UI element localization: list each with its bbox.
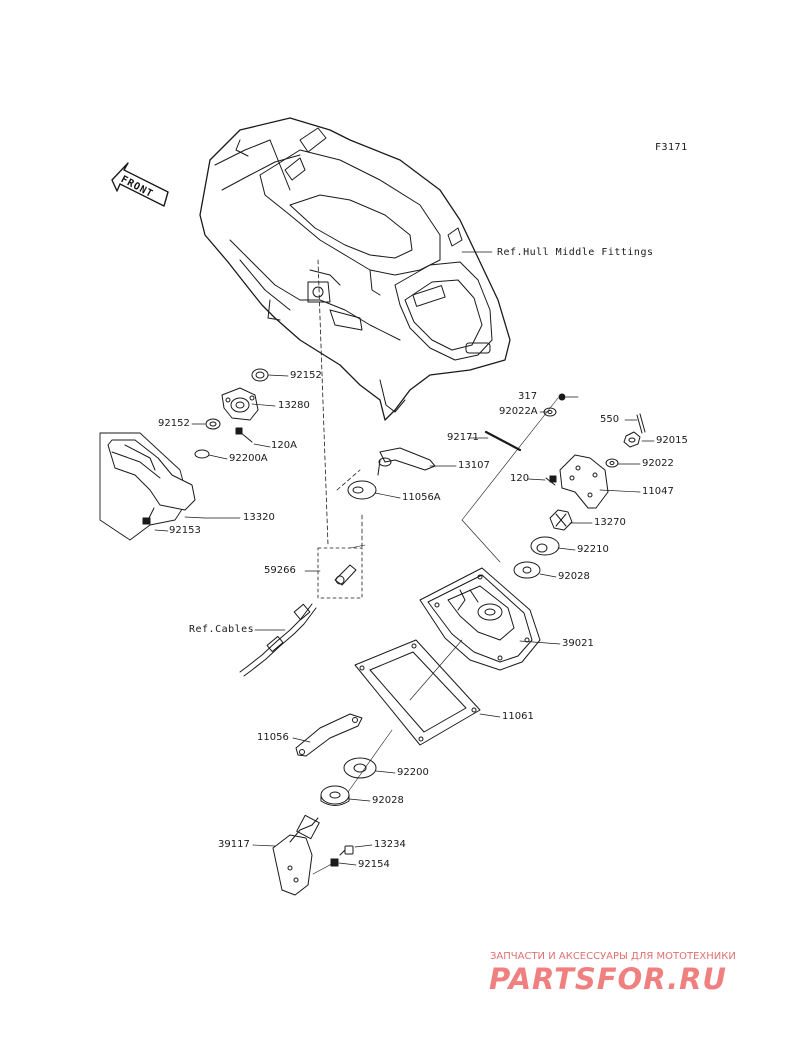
part-92171-rod: [484, 430, 522, 452]
part-11056-bracket: [295, 713, 363, 757]
part-39117-lever: [272, 814, 320, 896]
part-92028-washer-lower: [320, 785, 350, 806]
part-number-92210[interactable]: 92210: [577, 544, 609, 555]
part-number-92200a[interactable]: 92200A: [229, 453, 268, 464]
part-13234-pin: [339, 845, 354, 856]
leader-lines: [154, 251, 655, 875]
part-number-92154[interactable]: 92154: [358, 859, 390, 870]
watermark-logo: PARTSFOR.RU: [489, 962, 727, 996]
part-number-92022[interactable]: 92022: [642, 458, 674, 469]
part-number-11056a[interactable]: 11056A: [402, 492, 441, 503]
hull-outline: [199, 117, 511, 421]
part-number-120a[interactable]: 120A: [271, 440, 297, 451]
assembly-dashed-lines: [317, 259, 363, 549]
part-number-13320[interactable]: 13320: [243, 512, 275, 523]
part-92152-grommet-2: [205, 418, 221, 430]
part-number-92022a[interactable]: 92022A: [499, 406, 538, 417]
front-arrow-icon: [111, 162, 169, 207]
part-number-13270[interactable]: 13270: [594, 517, 626, 528]
part-92015-nut: [623, 431, 641, 448]
figure-code: F3171: [655, 142, 688, 153]
ref-cables-label[interactable]: Ref.Cables: [189, 624, 255, 635]
part-number-92015[interactable]: 92015: [656, 435, 688, 446]
part-92152-grommet: [251, 368, 269, 382]
part-number-13107[interactable]: 13107: [458, 460, 490, 471]
part-number-92153[interactable]: 92153: [169, 525, 201, 536]
part-number-92152[interactable]: 92152: [290, 370, 322, 381]
part-number-92171[interactable]: 92171: [447, 432, 479, 443]
part-13320-cover: [99, 432, 196, 541]
part-92200-washer: [343, 757, 377, 779]
part-11061-gasket: [354, 639, 481, 746]
part-number-317[interactable]: 317: [518, 391, 538, 402]
part-number-39021[interactable]: 39021: [562, 638, 594, 649]
part-number-11061[interactable]: 11061: [502, 711, 534, 722]
part-550-bolt: [636, 413, 646, 434]
part-number-39117[interactable]: 39117: [218, 839, 250, 850]
part-92022-washer: [605, 458, 619, 468]
part-92028-washer-upper: [513, 561, 541, 579]
part-11047-bracket: [559, 454, 609, 509]
part-92154-bolt: [330, 858, 339, 867]
part-13107-lever: [377, 447, 436, 476]
part-92210-seal: [530, 536, 560, 556]
cable-end: [239, 603, 317, 677]
part-number-13234[interactable]: 13234: [374, 839, 406, 850]
part-number-11047[interactable]: 11047: [642, 486, 674, 497]
part-120a-bolt: [235, 427, 253, 443]
part-number-120[interactable]: 120: [510, 473, 530, 484]
part-number-92152-2[interactable]: 92152: [158, 418, 190, 429]
part-number-92028-2[interactable]: 92028: [372, 795, 404, 806]
part-number-550[interactable]: 550: [600, 414, 620, 425]
ref-hull-label[interactable]: Ref.Hull Middle Fittings: [497, 247, 654, 258]
part-number-13280[interactable]: 13280: [278, 400, 310, 411]
part-number-92200[interactable]: 92200: [397, 767, 429, 778]
part-39021-plate: [419, 567, 541, 671]
part-120-bolt: [545, 475, 557, 486]
part-11056a-bracket: [347, 480, 377, 500]
part-13270-block: [549, 509, 573, 531]
part-13280-bracket: [221, 387, 259, 421]
part-92200a-washer: [194, 449, 210, 459]
part-number-11056[interactable]: 11056: [257, 732, 289, 743]
part-number-92028[interactable]: 92028: [558, 571, 590, 582]
part-59266-fitting: [317, 547, 363, 599]
part-number-59266[interactable]: 59266: [264, 565, 296, 576]
watermark-tagline: ЗАПЧАСТИ И АКСЕССУАРЫ ДЛЯ МОТОТЕХНИКИ: [490, 951, 736, 962]
part-317-pin: [558, 393, 566, 401]
